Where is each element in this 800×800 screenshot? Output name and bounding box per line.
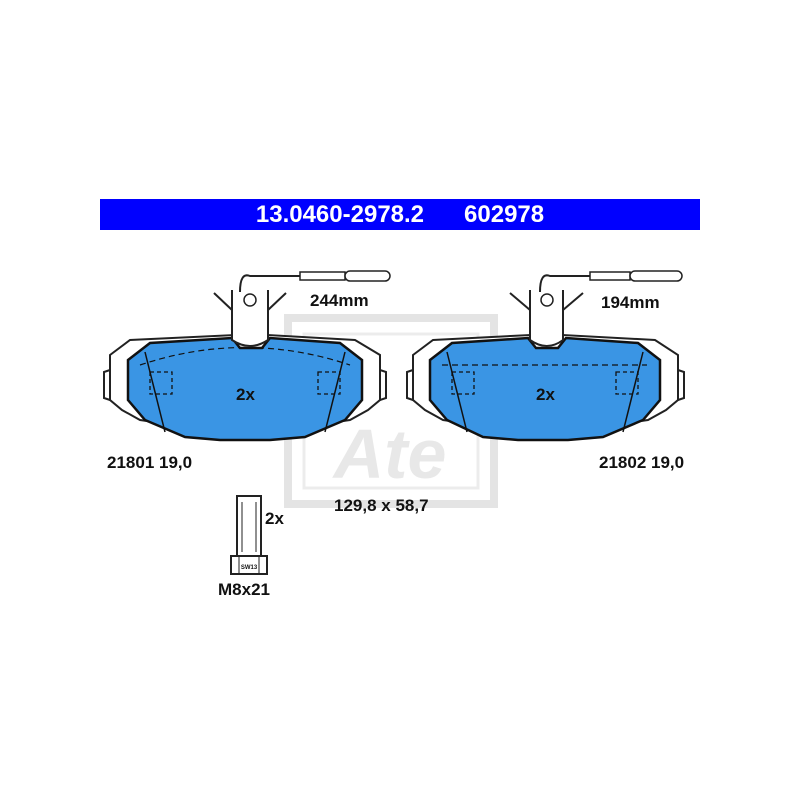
- pad-quantity-left: 2x: [236, 385, 255, 404]
- header: 13.0460-2978.2 602978: [100, 199, 700, 230]
- pad-quantity-right: 2x: [536, 385, 555, 404]
- friction-material-left: [126, 336, 364, 442]
- ref-number: 602978: [464, 201, 545, 228]
- brake-pad-right: [406, 270, 685, 442]
- friction-material-right: [428, 336, 662, 442]
- bolt-quantity: 2x: [265, 509, 284, 528]
- part-number: 13.0460-2978.2: [255, 201, 425, 228]
- header-bar: [100, 199, 700, 230]
- wire-length-left: 244mm: [310, 291, 369, 310]
- bolt-head-label: SW13: [241, 565, 258, 571]
- pad-code-left: 21801 19,0: [107, 453, 193, 472]
- bolt-size: M8x21: [218, 580, 270, 599]
- watermark-text: Ate: [332, 415, 447, 493]
- wear-sensor-wire-right: [539, 274, 630, 293]
- brake-pad-left: [103, 270, 391, 442]
- wear-sensor-wire-left: [239, 274, 345, 293]
- wire-length-right: 194mm: [601, 293, 660, 312]
- pad-dimensions: 129,8 x 58,7: [334, 496, 429, 515]
- bolt-drawing: SW13: [230, 495, 268, 575]
- pad-code-right: 21802 19,0: [599, 453, 685, 472]
